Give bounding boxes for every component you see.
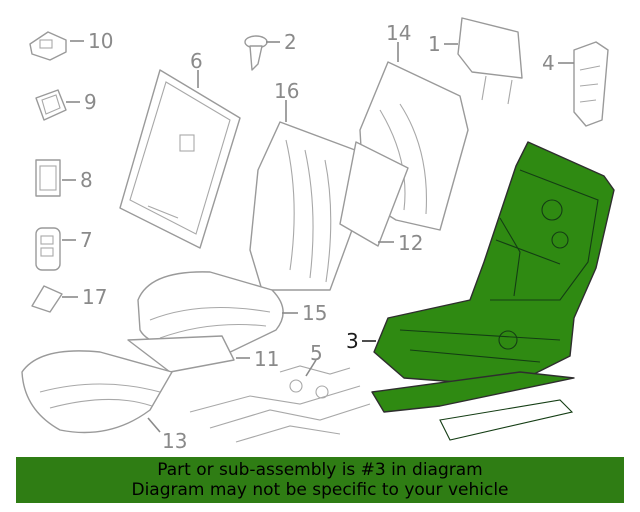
callout-3: 3: [346, 329, 359, 353]
part-4-bracket: [558, 41, 609, 127]
banner-line-1: Part or sub-assembly is #3 in diagram: [157, 460, 483, 480]
part-7-switch: [35, 227, 76, 271]
part-17-cover: [31, 285, 78, 313]
part-3-seat-frame: [362, 141, 615, 441]
callout-16: 16: [274, 79, 299, 103]
callout-9: 9: [84, 90, 97, 114]
callout-4: 4: [542, 51, 555, 75]
callout-13: 13: [162, 429, 187, 453]
callout-2: 2: [284, 30, 297, 54]
part-1-headrest: [444, 17, 523, 105]
part-13-cushion-cover: [21, 350, 173, 434]
part-6-backrest-panel: [119, 69, 241, 249]
part-11-pad: [127, 335, 250, 373]
callout-5: 5: [310, 341, 323, 365]
callout-8: 8: [80, 168, 93, 192]
part-5-springs: [189, 359, 371, 443]
callout-6: 6: [190, 49, 203, 73]
callout-17: 17: [82, 285, 107, 309]
callout-11: 11: [254, 347, 279, 371]
callout-15: 15: [302, 301, 327, 325]
part-16-backrest-cover: [249, 100, 356, 291]
part-8-panel: [35, 159, 76, 197]
part-2-push-pin: [244, 35, 280, 71]
part-9-trim-ring: [35, 89, 80, 121]
callout-12: 12: [398, 231, 423, 255]
parts-diagram: 10 2 9 8 7 17 6 16 14 1 4 12 15 3 5 11 1…: [21, 17, 615, 453]
part-12-panel: [339, 141, 409, 247]
callout-7: 7: [80, 228, 93, 252]
callout-10: 10: [88, 29, 113, 53]
part-15-seat-cushion: [137, 271, 298, 357]
callout-1: 1: [428, 32, 441, 56]
banner-line-2: Diagram may not be specific to your vehi…: [131, 480, 509, 500]
part-10-clip: [29, 31, 84, 61]
info-banner: Part or sub-assembly is #3 in diagram Di…: [16, 457, 624, 503]
callout-14: 14: [386, 21, 411, 45]
